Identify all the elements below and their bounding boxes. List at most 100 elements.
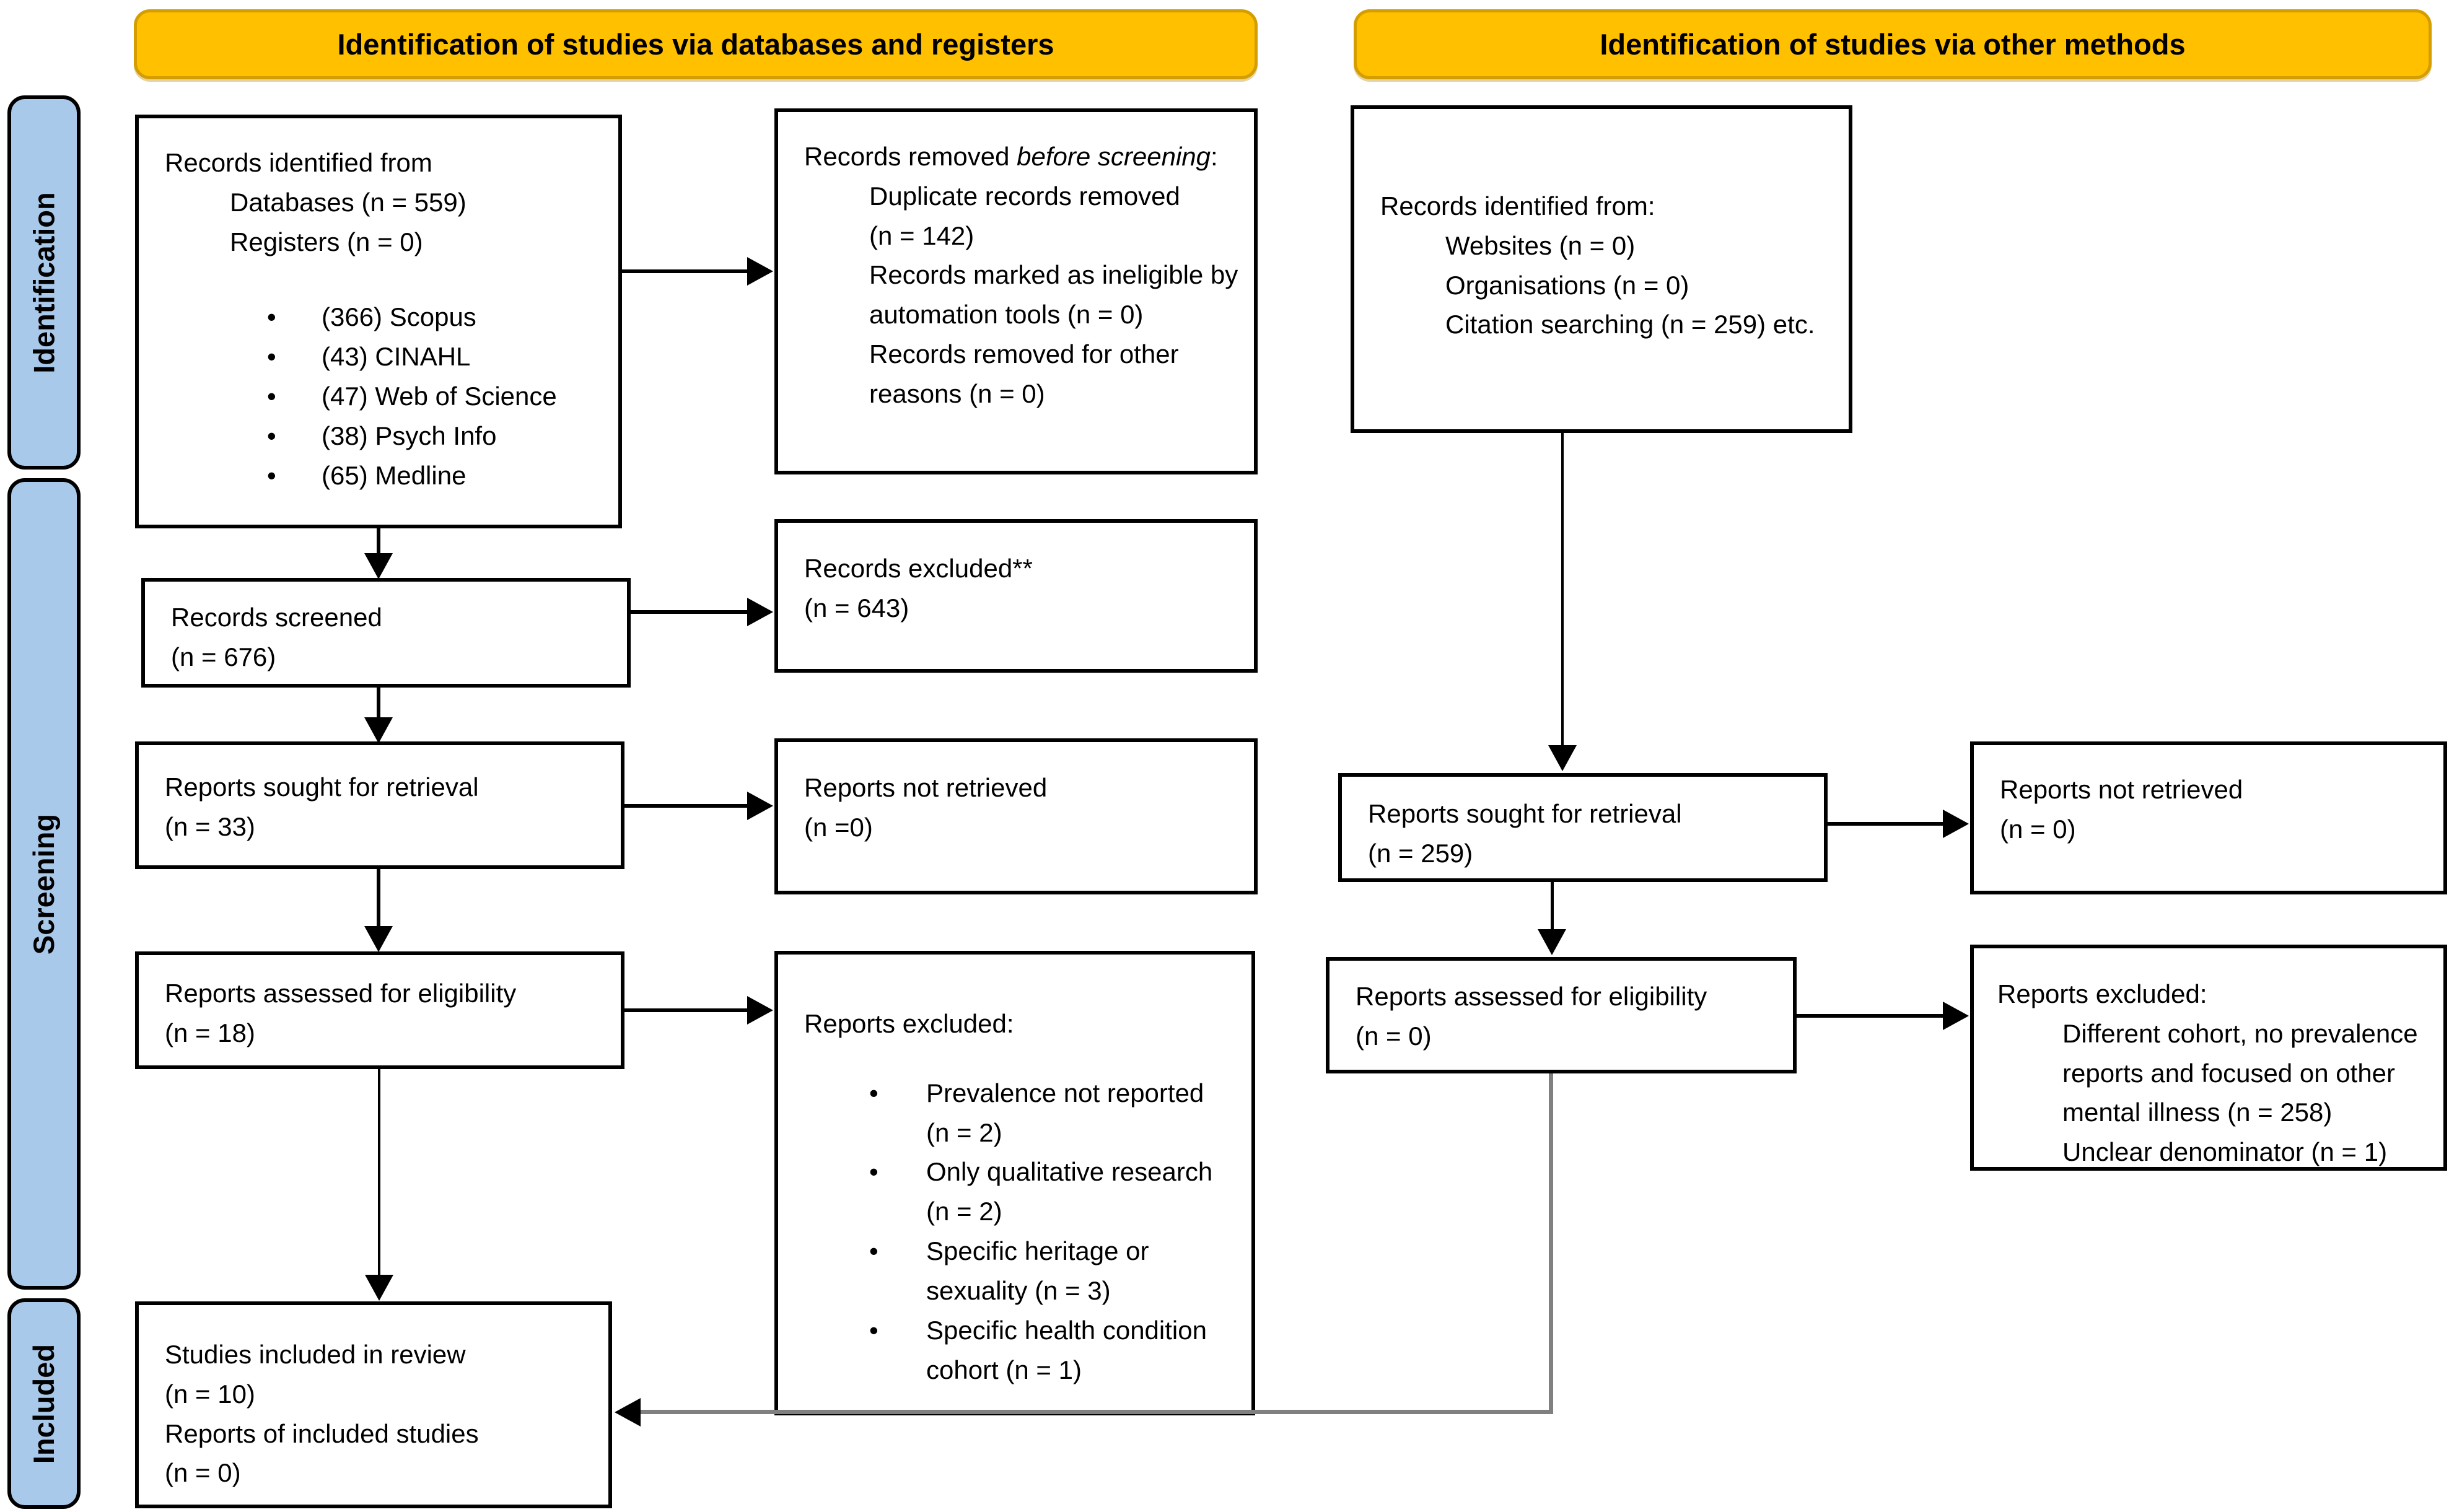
list-item: • (43) CINAHL	[267, 337, 600, 377]
stage-label: Screening	[27, 813, 61, 955]
text-line: cohort (n = 1)	[926, 1355, 1082, 1384]
bullet-icon: •	[869, 1315, 878, 1345]
text-line: Records screened	[171, 603, 382, 632]
banner-databases-registers: Identification of studies via databases …	[134, 9, 1258, 79]
banner-other-methods: Identification of studies via other meth…	[1354, 9, 2432, 79]
connector-line	[377, 688, 380, 720]
connector-line-gray	[638, 1410, 1553, 1414]
connector-line	[377, 869, 380, 929]
box-title: Records identified from	[165, 148, 432, 177]
box-reports-sought-right: Reports sought for retrieval (n = 259)	[1338, 773, 1828, 882]
box-reports-assessed-right: Reports assessed for eligibility (n = 0)	[1326, 957, 1797, 1073]
list-item: •(47) Web of Science	[267, 377, 600, 416]
stage-included: Included	[7, 1298, 81, 1509]
box-records-excluded: Records excluded** (n = 643)	[774, 519, 1258, 673]
text-line: Records removed for other	[869, 339, 1179, 369]
arrow-down-icon	[364, 926, 393, 952]
bullet-icon: •	[267, 342, 276, 372]
stage-screening: Screening	[7, 478, 81, 1290]
stage-label: Identification	[27, 191, 61, 374]
text-line: Duplicate records removed	[869, 181, 1180, 211]
bullet-list: •Prevalence not reported (n = 2) •Only q…	[804, 1073, 1233, 1390]
spacer	[165, 261, 600, 297]
text-line: Organisations (n = 0)	[1445, 270, 1689, 300]
text-line: Reports assessed for eligibility	[1356, 982, 1707, 1011]
arrow-down-icon	[364, 553, 393, 579]
bullet-icon: •	[267, 302, 276, 332]
list-item: • (366) Scopus	[267, 297, 600, 337]
box-studies-included: Studies included in review (n = 10) Repo…	[135, 1301, 612, 1508]
connector-line	[1828, 822, 1949, 826]
title-italic: before screening	[1017, 142, 1211, 171]
arrow-down-icon	[1538, 929, 1566, 955]
text-line: (n = 643)	[804, 593, 909, 623]
text-line: (65) Medline	[322, 460, 467, 490]
connector-line	[624, 1008, 752, 1012]
box-records-identified-other: Records identified from: Websites (n = 0…	[1351, 105, 1852, 433]
text-line: Registers (n = 0)	[230, 227, 423, 256]
connector-line	[631, 610, 752, 614]
text-line: Specific heritage or	[926, 1236, 1149, 1266]
box-records-screened: Records screened (n = 676)	[141, 578, 631, 688]
box-title: Records removed before screening:	[804, 137, 1235, 177]
text-line: (n = 0)	[165, 1458, 241, 1488]
text-line: Databases (n = 559)	[230, 187, 467, 217]
text-line: Citation searching (n = 259) etc.	[1445, 310, 1815, 339]
text-line: automation tools (n = 0)	[869, 300, 1144, 330]
text-line: (n =0)	[804, 812, 873, 842]
text-line: Reports of included studies	[165, 1418, 479, 1448]
text-line: Unclear denominator (n = 1)	[2062, 1137, 2388, 1167]
bullet-icon: •	[869, 1157, 878, 1187]
text-line: (47) Web of Science	[322, 382, 557, 411]
text-line: Websites (n = 0)	[1445, 230, 1636, 260]
text-line: Reports not retrieved	[2000, 775, 2243, 804]
text-line: Reports not retrieved	[804, 773, 1048, 802]
text-line: mental illness (n = 258)	[2062, 1098, 2333, 1127]
box-reports-not-retrieved-right: Reports not retrieved (n = 0)	[1970, 741, 2447, 894]
text-line: (n = 33)	[165, 811, 255, 841]
box-reports-not-retrieved-left: Reports not retrieved (n =0)	[774, 738, 1258, 894]
text-line: Prevalence not reported	[926, 1078, 1204, 1108]
bullet-icon: •	[267, 460, 276, 490]
arrow-right-icon	[747, 598, 773, 626]
arrow-right-icon	[747, 257, 773, 286]
arrow-down-icon	[364, 717, 393, 743]
connector-line	[1551, 882, 1554, 932]
text-line: Reports assessed for eligibility	[165, 979, 517, 1008]
text-line: Records marked as ineligible by	[869, 260, 1238, 290]
text-line: (n = 676)	[171, 642, 276, 671]
text-line: Specific health condition	[926, 1315, 1207, 1345]
bullet-icon: •	[869, 1236, 878, 1266]
text-line: sexuality (n = 3)	[926, 1275, 1111, 1305]
arrow-left-icon	[615, 1398, 641, 1427]
list-item: • Prevalence not reported	[869, 1073, 1233, 1113]
text-line: (n = 2)	[926, 1117, 1002, 1147]
box-records-identified-databases: Records identified from Databases (n = 5…	[135, 115, 622, 528]
text-line: (n = 142)	[869, 221, 975, 250]
stage-label: Included	[27, 1344, 61, 1464]
bullet-icon: •	[869, 1078, 878, 1108]
text-line: (n = 10)	[165, 1379, 255, 1409]
bullet-icon: •	[267, 421, 276, 450]
text-line: (n = 0)	[1356, 1021, 1432, 1051]
arrow-right-icon	[1943, 810, 1969, 838]
text-line: reports and focused on other	[2062, 1058, 2396, 1088]
arrow-down-icon	[1548, 745, 1577, 771]
box-reports-excluded-right: Reports excluded: Different cohort, no p…	[1970, 945, 2447, 1171]
text-line: (38) Psych Info	[322, 421, 497, 450]
text-line: Reports sought for retrieval	[165, 772, 479, 802]
text-line: reasons (n = 0)	[869, 378, 1045, 408]
text-line: (n = 0)	[2000, 814, 2076, 844]
connector-line	[624, 804, 752, 808]
arrow-down-icon	[365, 1275, 393, 1301]
text-line: Studies included in review	[165, 1340, 466, 1369]
box-records-removed-before-screening: Records removed before screening: Duplic…	[774, 108, 1258, 474]
box-title: Reports excluded:	[1997, 979, 2207, 1008]
text-line: Reports sought for retrieval	[1368, 799, 1682, 828]
text-line: (n = 18)	[165, 1018, 255, 1047]
title-suffix: :	[1211, 142, 1218, 171]
text-line: (366) Scopus	[322, 302, 476, 332]
connector-line	[1797, 1014, 1949, 1018]
text-line: (43) CINAHL	[322, 342, 471, 372]
